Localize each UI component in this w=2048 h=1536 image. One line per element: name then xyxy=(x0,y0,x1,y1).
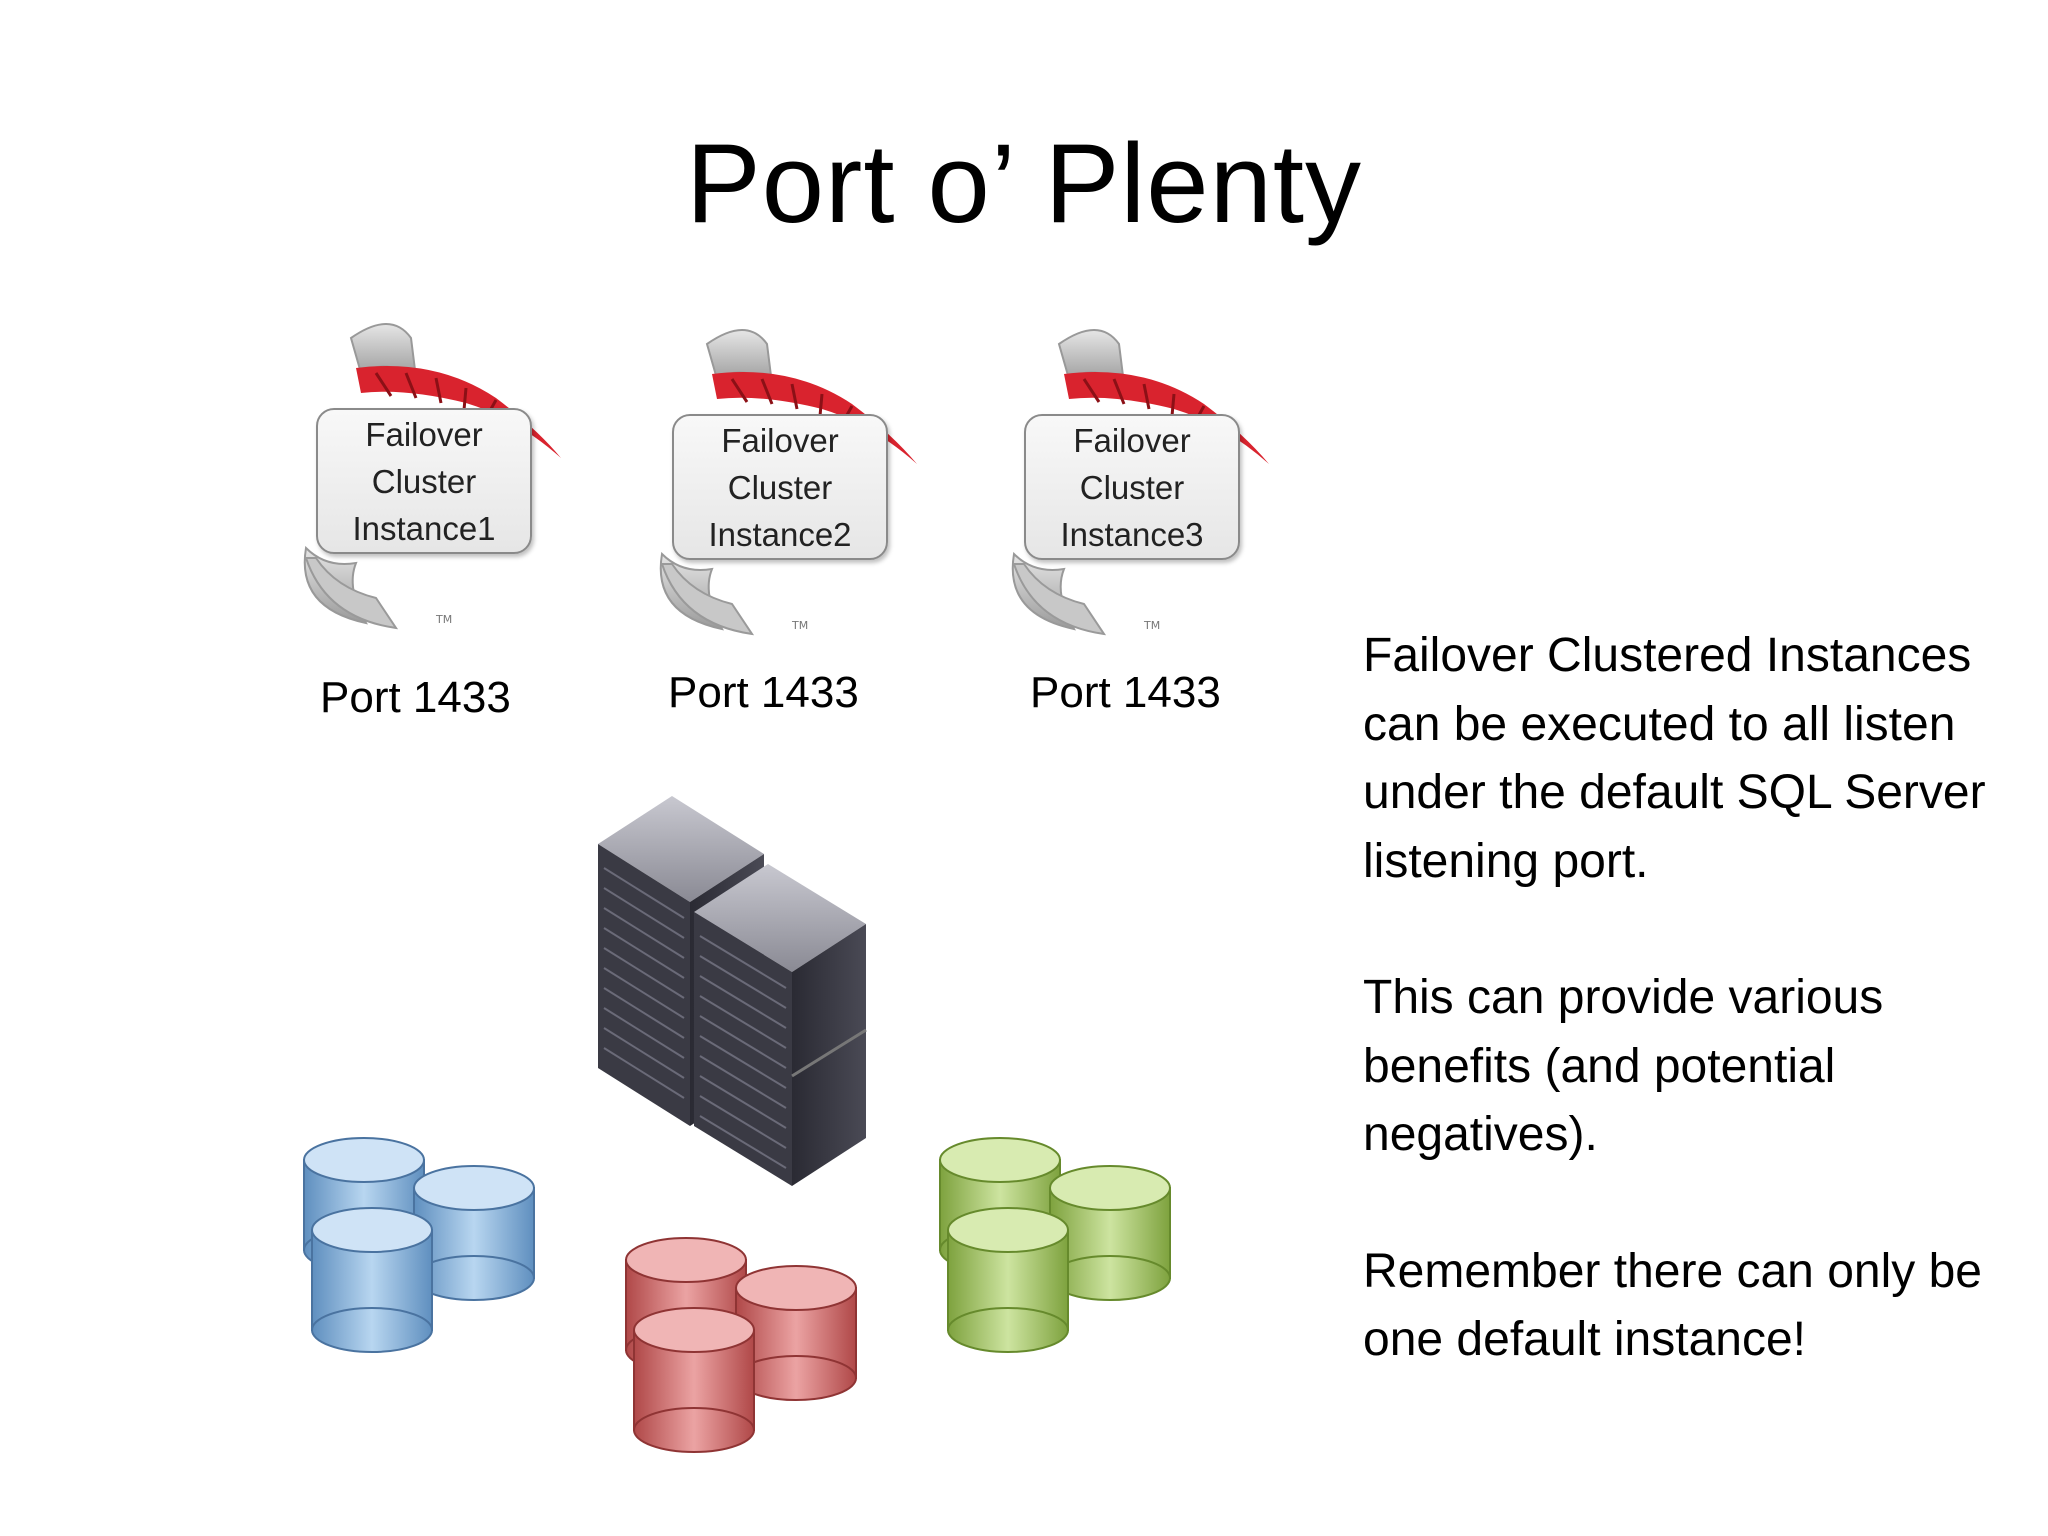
port-label-3: Port 1433 xyxy=(1030,668,1221,717)
failover-instance-3: TM Failover Cluster Instance3 xyxy=(994,324,1294,654)
instance-label-line: Cluster xyxy=(1079,468,1185,506)
failover-instance-2: TM Failover Cluster Instance2 xyxy=(642,324,942,654)
database-stack-red-icon xyxy=(625,1237,857,1453)
instance-label-line: Instance2 xyxy=(708,515,852,553)
instance-label-box: Failover Cluster Instance2 xyxy=(672,414,888,560)
slide-title: Port o’ Plenty xyxy=(686,121,1362,246)
instance-label-line: Cluster xyxy=(727,468,833,506)
port-label-2: Port 1433 xyxy=(668,668,859,717)
sql-server-logo-icon: TM xyxy=(1011,329,1269,636)
sql-server-logo-icon: TM xyxy=(303,323,561,630)
failover-instance-1: TM Failover Cluster Instance1 xyxy=(286,318,586,648)
notes-paragraph-1: Failover Clustered Instances can be exec… xyxy=(1363,629,1986,888)
svg-text:TM: TM xyxy=(435,613,452,626)
instance-label-line: Failover xyxy=(721,421,839,459)
instance-label-line: Failover xyxy=(365,415,483,453)
notes-paragraph-2: This can provide various benefits (and p… xyxy=(1363,971,1884,1161)
instance-label-box: Failover Cluster Instance1 xyxy=(316,408,532,554)
server-rack-icon xyxy=(598,796,867,1186)
notes-text: Failover Clustered Instances can be exec… xyxy=(1363,622,2013,1443)
instance-label-line: Instance3 xyxy=(1060,515,1204,553)
notes-paragraph-3: Remember there can only be one default i… xyxy=(1363,1244,1982,1367)
instance-label-box: Failover Cluster Instance3 xyxy=(1024,414,1240,560)
instance-label-line: Failover xyxy=(1073,421,1191,459)
svg-text:TM: TM xyxy=(1143,619,1160,632)
database-stack-blue-icon xyxy=(303,1137,535,1353)
instance-label-line: Cluster xyxy=(371,462,477,500)
instance-label-line: Instance1 xyxy=(352,509,496,547)
svg-text:TM: TM xyxy=(791,619,808,632)
database-stack-green-icon xyxy=(939,1137,1171,1353)
sql-server-logo-icon: TM xyxy=(659,329,917,636)
port-label-1: Port 1433 xyxy=(320,673,511,722)
